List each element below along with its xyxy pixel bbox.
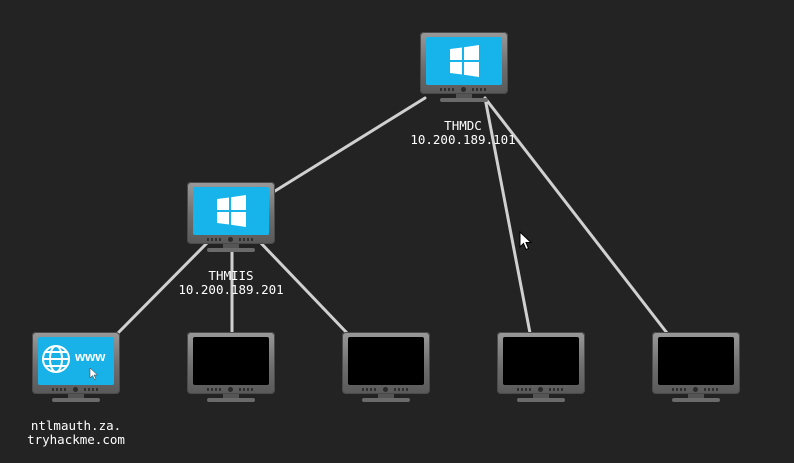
monitor-web-host[interactable]: www — [32, 332, 120, 402]
monitor-unlabeled-host-3[interactable] — [342, 332, 430, 402]
globe-www-icon: www — [42, 345, 106, 380]
www-text: www — [74, 349, 106, 364]
link-thmiis-web — [116, 238, 212, 335]
web-host-hostname-line2: tryhackme.com — [27, 432, 125, 447]
link-thmdc-host-4 — [483, 96, 532, 335]
link-thmdc-host-5 — [483, 96, 669, 335]
thmdc-hostname: THMDC — [444, 118, 482, 133]
thmiis-hostname: THMIIS — [208, 268, 254, 283]
monitor-unlabeled-host-2[interactable] — [187, 332, 275, 402]
thmiis-ip: 10.200.189.201 — [178, 282, 284, 297]
windows-logo-icon — [450, 45, 479, 77]
monitor-thmiis[interactable] — [187, 182, 275, 252]
windows-logo-icon — [217, 195, 246, 227]
thmdc-ip: 10.200.189.101 — [410, 132, 516, 147]
link-thmdc-thmiis — [273, 96, 427, 193]
mouse-cursor-icon — [519, 231, 533, 251]
web-host-hostname-line1: ntlmauth.za. — [30, 418, 122, 433]
monitor-unlabeled-host-5[interactable] — [652, 332, 740, 402]
link-thmiis-host-3 — [256, 238, 349, 335]
mini-cursor-icon — [89, 367, 99, 380]
monitor-unlabeled-host-4[interactable] — [497, 332, 585, 402]
monitor-thmdc[interactable] — [420, 32, 508, 102]
